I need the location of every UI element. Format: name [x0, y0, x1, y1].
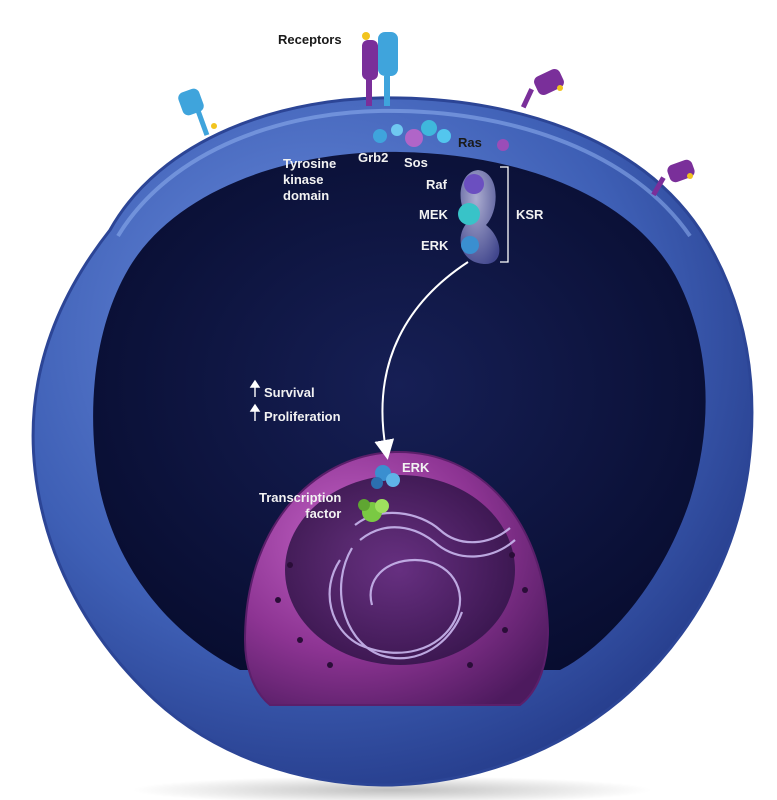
receptor-icon [178, 88, 217, 136]
label-proliferation: Proliferation [264, 409, 341, 424]
label-sos: Sos [404, 155, 428, 170]
label-ksr: KSR [516, 207, 544, 222]
raf-icon [464, 174, 484, 194]
cell-shadow [132, 776, 652, 800]
erk-nucleus-icon [371, 465, 400, 489]
transcription-factor-icon [358, 499, 389, 522]
label-transcription-factor: Transcription factor [259, 490, 342, 521]
ksr-scaffold [458, 170, 500, 265]
membrane-rim [116, 108, 692, 238]
erk-translocation-arrow [374, 261, 469, 460]
label-ras: Ras [458, 135, 482, 150]
label-survival: Survival [264, 385, 315, 400]
receptor-icon [651, 159, 695, 197]
receptor-icon [520, 68, 564, 109]
up-arrow-icons [249, 379, 261, 421]
mek-icon [458, 203, 480, 225]
nuclear-pores [275, 552, 528, 668]
erk-icon [461, 236, 479, 254]
nucleus-interior [285, 475, 515, 665]
label-erk-nucleus: ERK [402, 460, 430, 475]
label-tyrosine-kinase-domain: Tyrosine kinase domain [283, 156, 337, 203]
label-raf: Raf [426, 177, 447, 192]
grb2-sos-ras-cluster [373, 120, 509, 151]
label-receptors: Receptors [278, 32, 342, 47]
ksr-bracket [500, 166, 509, 263]
cytoplasm [93, 151, 706, 671]
label-erk-cytoplasm: ERK [421, 238, 449, 253]
receptor-icon [362, 32, 398, 106]
label-mek: MEK [419, 207, 448, 222]
label-grb2: Grb2 [358, 150, 389, 165]
